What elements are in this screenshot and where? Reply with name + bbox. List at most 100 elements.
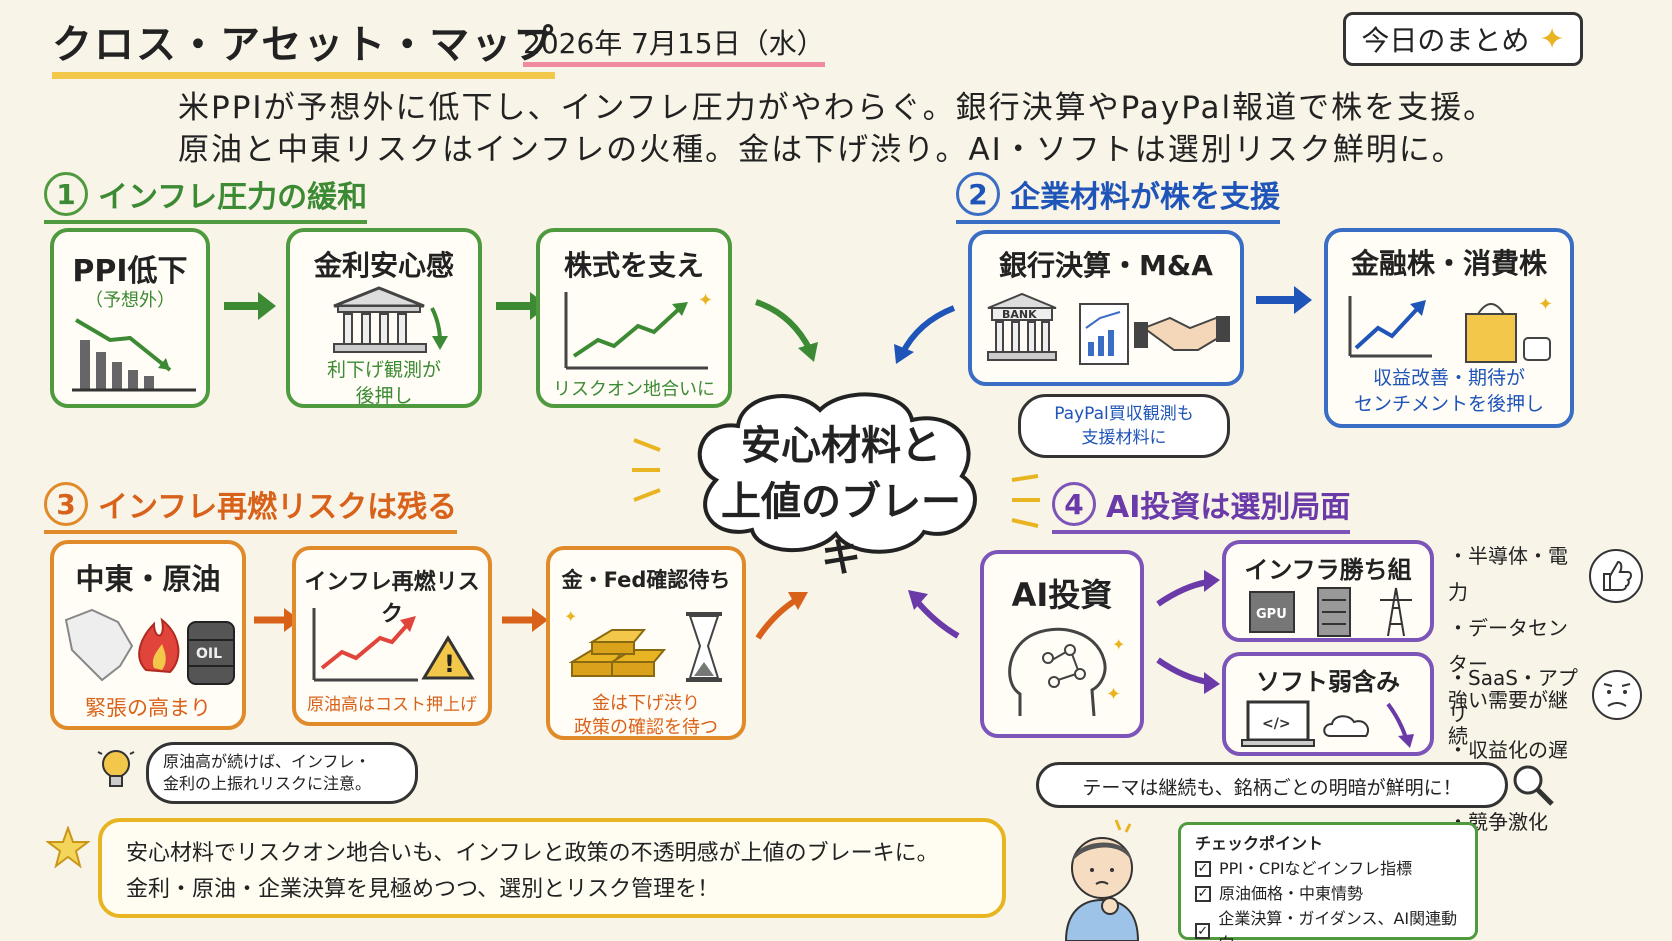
ppi-sub: （予想外） <box>85 290 175 311</box>
summary-label: 今日のまとめ <box>1361 24 1530 57</box>
checklist-item-label: PPI・CPIなどインフレ指標 <box>1219 859 1413 878</box>
bottom-message-line-1: 安心材料でリスクオン地合いも、インフレと政策の不透明感が上値のブレーキに。 <box>126 841 939 866</box>
section3-title: 3 インフレ再燃リスクは残る <box>44 482 458 534</box>
section4-number: 4 <box>1052 482 1096 526</box>
rising-chart-warning-icon: ! <box>312 608 475 682</box>
lead-line-2: 原油と中東リスクはインフレの火種。金は下げ渋り。AI・ソフトは選別リスク鮮明に。 <box>178 132 1465 168</box>
sparkle-icon: ✦ <box>1539 21 1565 57</box>
ai-brain-head-icon: ✦ ✦ <box>1008 627 1125 717</box>
middle-east-oil-box: 中東・原油 OIL 緊張の高まり <box>50 540 246 730</box>
summary-badge: 今日のまとめ ✦ <box>1343 12 1583 66</box>
bottom-message-line-2: 金利・原油・企業決算を見極めつつ、選別とリスク管理を！ <box>126 877 720 902</box>
center-cloud-shape <box>697 392 977 554</box>
svg-text:✦: ✦ <box>1112 635 1125 654</box>
financial-consumer-title: 金融株・消費株 <box>1350 247 1547 280</box>
checklist-box: チェックポイント ✓ PPI・CPIなどインフレ指標 ✓ 原油価格・中東情勢 ✓… <box>1178 822 1478 941</box>
svg-text:</>: </> <box>1262 716 1291 732</box>
laptop-cloud-down-icon: </> <box>1241 700 1414 748</box>
inflation-risk-title: インフレ再燃リスク <box>304 570 480 627</box>
software-weak-title: ソフト弱含み <box>1256 668 1400 696</box>
checklist-title: チェックポイント <box>1195 834 1324 853</box>
worried-face-icon <box>1592 670 1642 720</box>
section2-number: 2 <box>956 172 1000 216</box>
magnifier-icon <box>1513 765 1554 806</box>
gpu-chip-label: GPU <box>1256 607 1287 622</box>
arrow-down-left-icon <box>894 305 956 364</box>
section1-title-text: インフレ圧力の緩和 <box>98 180 368 215</box>
section1-title: 1 インフレ圧力の緩和 <box>44 172 368 224</box>
arrow-right-icon <box>1256 286 1312 314</box>
svg-text:✦: ✦ <box>1538 294 1553 315</box>
bank-document-handshake-icon: BANK <box>987 292 1230 365</box>
emphasis-lines-icon <box>1011 474 1040 528</box>
gold-fed-caption: 金は下げ渋り 政策の確認を待つ <box>574 693 718 739</box>
section2-title-text: 企業材料が株を支援 <box>1010 180 1280 215</box>
ai-investment-box: AI投資 ✦ ✦ <box>980 550 1144 738</box>
financial-consumer-caption: 収益改善・期待が センチメントを後押し <box>1353 367 1544 415</box>
section2-title: 2 企業材料が株を支援 <box>956 172 1280 224</box>
rate-relief-caption: 利下げ観測が 後押し <box>326 359 441 407</box>
section3-title-text: インフレ再燃リスクは残る <box>98 490 458 525</box>
checklist-item-label: 原油価格・中東情勢 <box>1219 884 1364 903</box>
inflation-risk-caption: 原油高はコスト押上げ <box>307 695 477 715</box>
gpu-server-tower-icon: GPU <box>1249 587 1412 637</box>
stocks-support-box: 株式を支え ✦ リスクオン地合いに <box>536 228 732 408</box>
page-title: クロス・アセット・マップ <box>52 12 556 79</box>
center-message: 安心材料と 上値のブレーキ <box>721 423 961 581</box>
bank-building-icon <box>333 286 448 353</box>
lead-line-1: 米PPIが予想外に低下し、インフレ圧力がやわらぐ。銀行決算やPayPal報道で株… <box>178 90 1497 126</box>
ai-investment-title: AI投資 <box>1011 576 1113 614</box>
arrow-up-left-icon <box>908 590 960 639</box>
gold-fed-title: 金・Fed確認待ち <box>561 568 731 592</box>
bank-sign-label: BANK <box>1002 308 1037 321</box>
theme-note: テーマは継続も、銘柄ごとの明暗が鮮明に！ <box>1036 762 1508 808</box>
svg-text:✦: ✦ <box>564 607 577 626</box>
inflation-risk-box: インフレ再燃リスク ! 原油高はコスト押上げ <box>292 546 492 726</box>
gold-bars-hourglass-icon: ✦ <box>564 607 722 682</box>
svg-text:!: ! <box>444 650 455 678</box>
chart-shopping-bag-icon: ✦ <box>1348 294 1553 363</box>
declining-bar-chart-icon <box>72 318 196 392</box>
arrow-down-right-icon <box>755 299 818 362</box>
light-bulb-icon <box>97 750 135 787</box>
arrow-down-right-icon <box>1156 657 1220 694</box>
section1-number: 1 <box>44 172 88 216</box>
emphasis-lines-icon <box>632 438 661 502</box>
middle-east-oil-title: 中東・原油 <box>75 562 221 596</box>
rising-line-chart-icon: ✦ <box>564 290 713 370</box>
checklist-item: ✓ 企業決算・ガイダンス、AI関連動向 <box>1195 906 1461 941</box>
infra-bullet: ・データセンター <box>1448 616 1568 676</box>
date-label: 2026年 7月15日（水） <box>523 22 825 67</box>
infra-bullet: ・半導体・電力 <box>1448 544 1568 604</box>
arrow-up-right-icon <box>755 592 808 640</box>
checklist-item-label: 企業決算・ガイダンス、AI関連動向 <box>1218 909 1458 941</box>
thinking-person-icon <box>1064 819 1140 941</box>
gold-fed-box: 金・Fed確認待ち ✦ 金は下げ渋り 政策の確認を待つ <box>546 546 746 740</box>
middle-east-oil-caption: 緊張の高まり <box>85 696 211 720</box>
infra-bullet-list: ・半導体・電力 ・データセンター 強い需要が継続 <box>1448 538 1580 754</box>
map-fire-oil-barrel-icon: OIL <box>64 608 235 685</box>
section4-title: 4 AI投資は選別局面 <box>1052 482 1351 534</box>
software-bullet-list: ・SaaS・アプリ ・収益化の遅れ ・競争激化 <box>1448 660 1580 840</box>
checklist-item: ✓ 原油価格・中東情勢 <box>1195 881 1461 906</box>
checklist-item: ✓ PPI・CPIなどインフレ指標 <box>1195 856 1461 881</box>
rate-relief-title: 金利安心感 <box>313 249 454 282</box>
checkbox-checked-icon: ✓ <box>1195 923 1211 939</box>
stocks-support-title: 株式を支え <box>563 249 704 282</box>
ppi-title: PPI低下 <box>72 254 188 289</box>
financial-consumer-box: 金融株・消費株 ✦ 収益改善・期待が センチメントを後押し <box>1324 228 1574 428</box>
software-weak-box: ソフト弱含み </> <box>1222 652 1434 756</box>
infra-bullet: 強い需要が継続 <box>1448 688 1568 748</box>
oil-barrel-label: OIL <box>196 646 222 662</box>
software-bullet: ・SaaS・アプリ <box>1448 666 1578 726</box>
thumbs-up-icon <box>1589 549 1643 603</box>
star-icon <box>46 826 90 869</box>
bottom-message-box: 安心材料でリスクオン地合いも、インフレと政策の不透明感が上値のブレーキに。 金利… <box>98 818 1006 918</box>
section3-number: 3 <box>44 482 88 526</box>
arrow-right-icon <box>502 608 548 632</box>
paypal-note: PayPal買収観測も 支援材料に <box>1018 394 1230 458</box>
infra-winners-title: インフラ勝ち組 <box>1244 556 1412 584</box>
bank-earnings-box: 銀行決算・M&A BANK <box>968 230 1244 386</box>
checkbox-checked-icon: ✓ <box>1195 860 1211 877</box>
svg-text:✦: ✦ <box>698 290 713 311</box>
